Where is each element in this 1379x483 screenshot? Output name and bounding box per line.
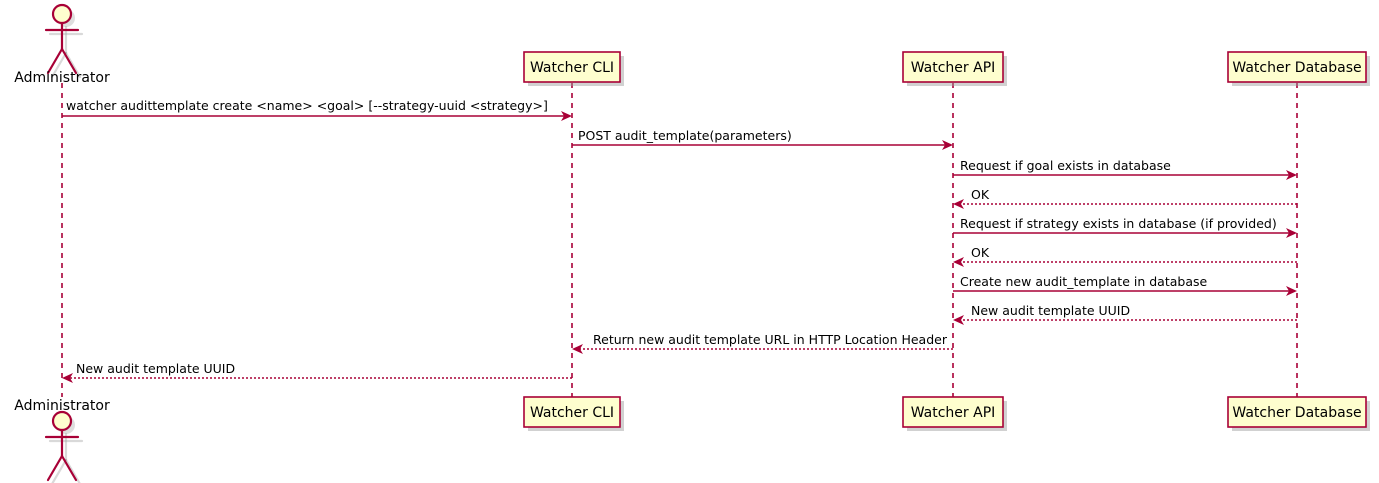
- participant-label-api: Watcher API: [911, 60, 996, 76]
- message-arrowhead-8: [572, 344, 583, 354]
- message-2-api-to-database: Request if goal exists in database: [953, 158, 1297, 180]
- message-4-api-to-database: Request if strategy exists in database (…: [953, 216, 1297, 238]
- message-7-database-to-api: New audit template UUID: [953, 303, 1297, 325]
- message-arrowhead-0: [561, 111, 572, 121]
- message-arrowhead-1: [942, 140, 953, 150]
- participant-label-cli: Watcher CLI: [530, 405, 614, 421]
- participant-rect-cli[interactable]: [523, 396, 621, 428]
- participant-box-database-top[interactable]: Watcher Database: [1227, 51, 1370, 86]
- actor-label-admin: Administrator: [14, 398, 110, 414]
- message-label-0: watcher audittemplate create <name> <goa…: [66, 98, 548, 113]
- message-label-8: Return new audit template URL in HTTP Lo…: [593, 332, 948, 347]
- message-1-cli-to-api: POST audit_template(parameters): [572, 128, 953, 150]
- message-arrowhead-7: [953, 315, 964, 325]
- message-arrowhead-3: [953, 199, 964, 209]
- participant-box-cli-top[interactable]: Watcher CLI: [523, 51, 624, 86]
- message-label-7: New audit template UUID: [971, 303, 1130, 318]
- message-label-1: POST audit_template(parameters): [578, 128, 792, 143]
- message-3-database-to-api: OK: [953, 187, 1297, 209]
- participant-label-cli: Watcher CLI: [530, 60, 614, 76]
- message-label-9: New audit template UUID: [76, 361, 235, 376]
- message-0-admin-to-cli: watcher audittemplate create <name> <goa…: [62, 98, 572, 121]
- message-label-6: Create new audit_template in database: [960, 274, 1207, 289]
- message-label-3: OK: [971, 187, 990, 202]
- message-8-api-to-cli: Return new audit template URL in HTTP Lo…: [572, 332, 953, 354]
- message-arrowhead-9: [62, 373, 73, 383]
- message-label-5: OK: [971, 245, 990, 260]
- participant-label-database: Watcher Database: [1232, 60, 1361, 76]
- message-arrowhead-4: [1286, 228, 1297, 238]
- actor-label-admin: Administrator: [14, 70, 110, 86]
- message-5-database-to-api: OK: [953, 245, 1297, 267]
- participant-box-api-top[interactable]: Watcher API: [902, 51, 1007, 86]
- participant-rect-api[interactable]: [902, 51, 1004, 83]
- participant-rect-database[interactable]: [1227, 396, 1367, 428]
- participant-box-database-bottom[interactable]: Watcher Database: [1227, 396, 1370, 431]
- message-arrowhead-5: [953, 257, 964, 267]
- message-label-2: Request if goal exists in database: [960, 158, 1171, 173]
- participant-label-api: Watcher API: [911, 405, 996, 421]
- participant-box-cli-bottom[interactable]: Watcher CLI: [523, 396, 624, 431]
- actor-admin-bottom: Administrator: [14, 398, 110, 483]
- participant-box-api-bottom[interactable]: Watcher API: [902, 396, 1007, 431]
- actor-head-icon: [51, 3, 73, 25]
- participant-rect-cli[interactable]: [523, 51, 621, 83]
- participant-rect-api[interactable]: [902, 396, 1004, 428]
- actor-admin-top: Administrator: [14, 3, 110, 86]
- message-arrowhead-6: [1286, 286, 1297, 296]
- message-6-api-to-database: Create new audit_template in database: [953, 274, 1297, 296]
- message-9-cli-to-admin: New audit template UUID: [62, 361, 572, 383]
- actor-head-icon: [51, 410, 73, 432]
- message-arrowhead-2: [1286, 170, 1297, 180]
- participant-label-database: Watcher Database: [1232, 405, 1361, 421]
- message-label-4: Request if strategy exists in database (…: [960, 216, 1277, 231]
- participant-rect-database[interactable]: [1227, 51, 1367, 83]
